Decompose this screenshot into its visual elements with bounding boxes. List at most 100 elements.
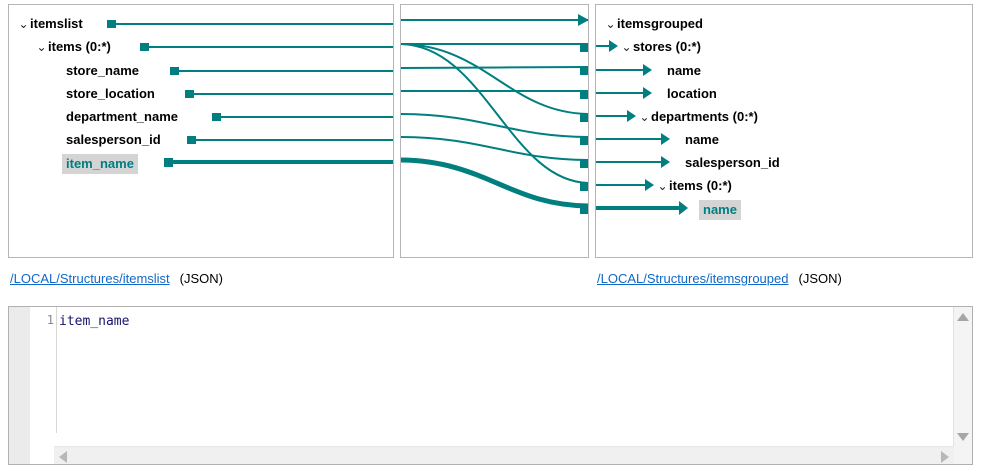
arrow-head-icon — [645, 179, 654, 191]
target-path-link[interactable]: /LOCAL/Structures/itemsgrouped — [597, 271, 789, 286]
target-node-label: name — [667, 63, 701, 78]
target-connector-line — [596, 206, 680, 210]
target-connector-line — [596, 184, 646, 186]
source-connector-stub[interactable] — [185, 90, 194, 98]
target-connector-arrow[interactable] — [596, 110, 636, 122]
source-node-label: department_name — [66, 109, 178, 124]
arrow-head-icon — [627, 110, 636, 122]
source-node-department_name[interactable]: department_name — [53, 108, 178, 126]
target-node-label: name — [685, 132, 719, 147]
chevron-down-icon[interactable]: ⌄ — [621, 40, 632, 54]
mapping-link[interactable] — [401, 43, 588, 115]
chevron-down-icon[interactable]: ⌄ — [605, 17, 616, 31]
mapping-links-panel[interactable] — [400, 4, 589, 258]
target-connector-line — [596, 115, 628, 117]
source-connector-line — [178, 70, 393, 72]
editor-scroll-corner — [954, 447, 972, 464]
mapping-link[interactable] — [401, 43, 588, 184]
source-format-label: (JSON) — [179, 271, 223, 286]
target-connector-arrow[interactable] — [596, 87, 652, 99]
target-connector-arrow[interactable] — [596, 156, 670, 168]
chevron-down-icon[interactable]: ⌄ — [18, 17, 29, 31]
scroll-up-icon[interactable] — [957, 313, 969, 321]
source-path-link[interactable]: /LOCAL/Structures/itemslist — [10, 271, 170, 286]
target-node-departments-0-[interactable]: ⌄departments (0:*) — [638, 108, 758, 126]
arrow-head-icon — [679, 201, 688, 215]
arrow-head-icon — [609, 40, 618, 52]
target-node-salesperson_id[interactable]: salesperson_id — [672, 154, 780, 172]
source-path-caption: /LOCAL/Structures/itemslist (JSON) — [10, 271, 223, 286]
source-connector-stub[interactable] — [170, 67, 179, 75]
source-node-salesperson_id[interactable]: salesperson_id — [53, 131, 161, 149]
target-node-items-0-[interactable]: ⌄items (0:*) — [656, 177, 731, 195]
arrow-head-icon — [661, 156, 670, 168]
target-node-itemsgrouped[interactable]: ⌄itemsgrouped — [604, 15, 703, 33]
source-connector-stub[interactable] — [212, 113, 221, 121]
source-node-item_name[interactable]: item_name — [53, 154, 138, 174]
target-connector-arrow[interactable] — [596, 133, 670, 145]
target-node-label: stores (0:*) — [633, 39, 701, 54]
source-node-label: salesperson_id — [66, 132, 161, 147]
target-connector-arrow[interactable] — [596, 201, 688, 215]
scroll-right-icon[interactable] — [941, 451, 949, 463]
chevron-down-icon[interactable]: ⌄ — [657, 179, 668, 193]
source-node-label: itemslist — [30, 16, 83, 31]
target-node-stores-0-[interactable]: ⌄stores (0:*) — [620, 38, 701, 56]
source-connector-stub[interactable] — [164, 158, 173, 167]
mid-connector-stub — [580, 183, 588, 191]
source-connector-line — [148, 46, 393, 48]
source-node-label: store_name — [66, 63, 139, 78]
source-node-label: items (0:*) — [48, 39, 111, 54]
arrow-head-icon — [643, 87, 652, 99]
target-connector-line — [596, 45, 610, 47]
target-node-name[interactable]: name — [672, 131, 719, 149]
target-format-label: (JSON) — [798, 271, 842, 286]
mapping-link[interactable] — [401, 136, 588, 161]
target-node-label: itemsgrouped — [617, 16, 703, 31]
source-node-items-0-[interactable]: ⌄items (0:*) — [35, 38, 111, 56]
editor-horizontal-scrollbar[interactable] — [54, 446, 954, 464]
mapping-link[interactable] — [401, 157, 588, 209]
editor-gutter-separator — [56, 307, 57, 433]
editor-vertical-scrollbar[interactable] — [953, 307, 972, 447]
source-node-label: item_name — [62, 154, 138, 174]
source-connector-line — [195, 139, 393, 141]
mid-connector-stub — [580, 137, 588, 145]
target-node-label: departments (0:*) — [651, 109, 758, 124]
target-node-name[interactable]: name — [690, 200, 741, 220]
target-connector-line — [596, 161, 662, 163]
mid-connector-stub — [580, 206, 588, 214]
source-connector-line — [193, 93, 393, 95]
target-node-name[interactable]: name — [654, 62, 701, 80]
target-path-caption: /LOCAL/Structures/itemsgrouped (JSON) — [597, 271, 842, 286]
target-connector-line — [596, 92, 644, 94]
editor-line-numbers: 1 — [46, 313, 54, 327]
mapping-link[interactable] — [401, 66, 588, 69]
scroll-left-icon[interactable] — [59, 451, 67, 463]
target-connector-arrow[interactable] — [596, 40, 618, 52]
editor-code-text[interactable]: item_name — [59, 314, 130, 329]
target-connector-arrow[interactable] — [596, 64, 652, 76]
scroll-down-icon[interactable] — [957, 433, 969, 441]
chevron-down-icon[interactable]: ⌄ — [36, 40, 47, 54]
target-connector-arrow[interactable] — [596, 179, 654, 191]
source-connector-stub[interactable] — [140, 43, 149, 51]
target-node-label: salesperson_id — [685, 155, 780, 170]
expression-editor[interactable]: 1 item_name — [8, 306, 973, 465]
source-connector-stub[interactable] — [187, 136, 196, 144]
arrow-head-icon — [578, 14, 588, 26]
source-node-store_name[interactable]: store_name — [53, 62, 139, 80]
source-connector-stub[interactable] — [107, 20, 116, 28]
chevron-down-icon[interactable]: ⌄ — [639, 110, 650, 124]
target-node-label: location — [667, 86, 717, 101]
source-node-label: store_location — [66, 86, 155, 101]
editor-gutter — [9, 307, 30, 464]
source-node-itemslist[interactable]: ⌄itemslist — [17, 15, 83, 33]
target-node-location[interactable]: location — [654, 85, 717, 103]
mid-connector-stub — [580, 44, 588, 52]
source-node-store_location[interactable]: store_location — [53, 85, 155, 103]
target-connector-line — [596, 138, 662, 140]
mapping-link[interactable] — [401, 113, 588, 138]
